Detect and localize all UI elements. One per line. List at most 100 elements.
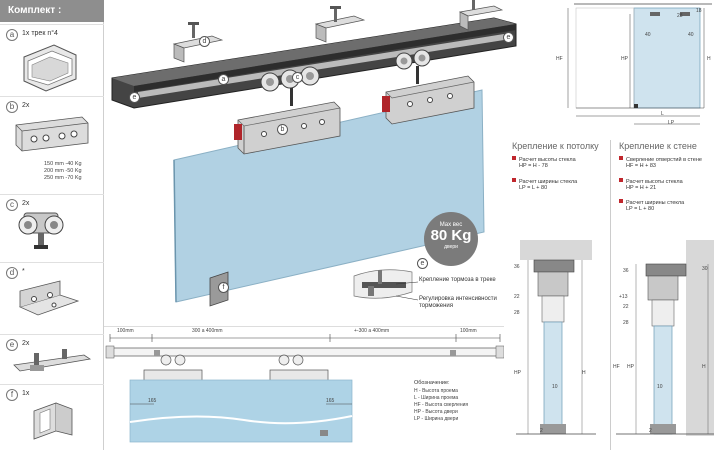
dim-H: H: [582, 370, 586, 376]
kit-qty: 1x трек n°4: [22, 30, 58, 37]
dim-28: 28: [623, 320, 629, 326]
wall-item: Расчет высоты стекла: [619, 178, 683, 186]
ceiling-item: Расчет высоты стекла: [512, 156, 576, 164]
ceiling-bracket: [172, 22, 224, 63]
dim-HF: HF: [613, 364, 620, 370]
dim-10: 10: [657, 384, 663, 390]
kit-note: 150 mm -40 Kg: [44, 161, 82, 167]
kit-item-bracket: d *: [0, 262, 104, 332]
dim-HP: HP: [627, 364, 634, 370]
dim-18: 18: [696, 8, 702, 14]
dim-HF: HF: [556, 56, 563, 62]
kit-qty: 2x: [22, 102, 30, 109]
kit-qty: 2x: [22, 340, 30, 347]
ceiling-section-drawing: [516, 240, 596, 435]
legend-title: Обозначение:: [414, 380, 450, 386]
ceiling-bracket-icon: [18, 280, 80, 316]
dim-28: 28: [677, 13, 683, 19]
kit-item-track: a 1x трек n°4: [0, 24, 104, 96]
dim-plus13: +13: [619, 294, 628, 300]
dim-label: 300 a 400mm: [192, 328, 223, 334]
offset-label: 165: [326, 398, 335, 404]
dim-36: 36: [623, 268, 629, 274]
kit-letter: f: [6, 389, 18, 401]
dim-H: H: [702, 364, 706, 370]
wall-item: Расчет ширины стекла: [619, 199, 684, 207]
kit-qty: 1x: [22, 390, 30, 397]
roller-carriage-icon: [18, 212, 64, 249]
dim-label: +-300 a 400mm: [354, 328, 390, 334]
legend-row: HF - Высота сверления: [414, 402, 469, 408]
legend-row: HP - Высота двери: [414, 409, 458, 415]
dim-40b: 40: [688, 32, 694, 38]
callout-d: d: [199, 36, 210, 47]
ceiling-formula: LP = L + 80: [519, 185, 548, 191]
hanger-plate-icon: [15, 116, 89, 152]
dim-HP: HP: [621, 56, 628, 62]
dim-2: 2: [540, 428, 543, 434]
assembly-illustration: [111, 0, 517, 307]
dim-36: 36: [514, 264, 520, 270]
floor-guide-icon: [33, 402, 73, 440]
legend-row: H - Высота проема: [414, 388, 458, 394]
kit-item-carriage: c 2x: [0, 194, 104, 258]
dim-HP: HP: [514, 370, 521, 376]
dim-LP: LP: [668, 120, 675, 126]
bottom-technical-drawing: [104, 326, 504, 450]
kit-letter: c: [6, 199, 18, 211]
kit-qty: 2x: [22, 200, 30, 207]
wall-title: Крепление к стене: [619, 141, 697, 151]
dim-10: 10: [552, 384, 558, 390]
callout-f: f: [218, 282, 229, 293]
kit-note: 200 mm -50 Kg: [44, 168, 82, 174]
brake-detail-illustration: [353, 269, 413, 299]
hanger-plate: [382, 66, 475, 125]
kit-letter: a: [6, 29, 18, 41]
dim-28: 28: [514, 310, 520, 316]
kit-letter: d: [6, 267, 18, 279]
ceiling-formula: HP = H - 78: [519, 163, 548, 169]
dim-label: 100mm: [117, 328, 134, 334]
wall-section-drawing: [616, 240, 714, 436]
dim-40a: 40: [645, 32, 651, 38]
callout-c: c: [292, 72, 303, 83]
kit-item-stopper: e 2x: [0, 334, 104, 382]
callout-e2: e: [129, 92, 140, 103]
dim-22: 22: [514, 294, 520, 300]
dim-H: H: [707, 56, 711, 62]
stopper-brake-icon: [13, 349, 92, 372]
roller-carriage: [395, 49, 431, 70]
dim-L: L: [661, 111, 664, 117]
ceiling-bracket: [314, 6, 366, 43]
roller-carriage: [260, 66, 320, 92]
opening-front-view: [567, 3, 712, 125]
callout-e: e: [503, 32, 514, 43]
kit-note: 250 mm -70 Kg: [44, 175, 82, 181]
callout-a: a: [218, 74, 229, 85]
badge-value: 80 Kg: [430, 227, 472, 244]
offset-label: 165: [148, 398, 157, 404]
kit-item-hanger: b 2x 150 mm -40 Kg 200 mm -50 Kg 250 mm …: [0, 96, 104, 186]
kit-qty: *: [22, 268, 25, 275]
bottom-drawing-svg: [105, 334, 504, 443]
kit-letter: b: [6, 101, 18, 113]
ceiling-item: Расчет ширины стекла: [512, 178, 577, 186]
wall-formula: LP = L + 80: [626, 206, 655, 212]
badge-bottom: двери: [444, 244, 458, 250]
dim-22: 22: [623, 304, 629, 310]
max-weight-badge: Max вес 80 Kg двери: [424, 212, 478, 266]
track-profile-icon: [23, 44, 77, 92]
detail-letter: e: [417, 258, 428, 269]
kit-letter: e: [6, 339, 18, 351]
wall-formula: HP = H + 21: [626, 185, 657, 191]
legend: Обозначение: H - Высота проема L - Ширин…: [414, 380, 504, 423]
kit-item-floor-guide: f 1x: [0, 384, 104, 450]
section-divider: [610, 140, 611, 450]
badge-top: Max вес: [439, 222, 463, 228]
wall-item: Сверление отверстий в стене: [619, 156, 702, 164]
dim-label: 100mm: [460, 328, 477, 334]
detail-label-1: Крепление тормоза в треке: [419, 277, 496, 283]
ceiling-title: Крепление к потолку: [512, 141, 599, 151]
dim-30: 30: [702, 266, 708, 272]
wall-formula: HF = H + 83: [626, 163, 656, 169]
